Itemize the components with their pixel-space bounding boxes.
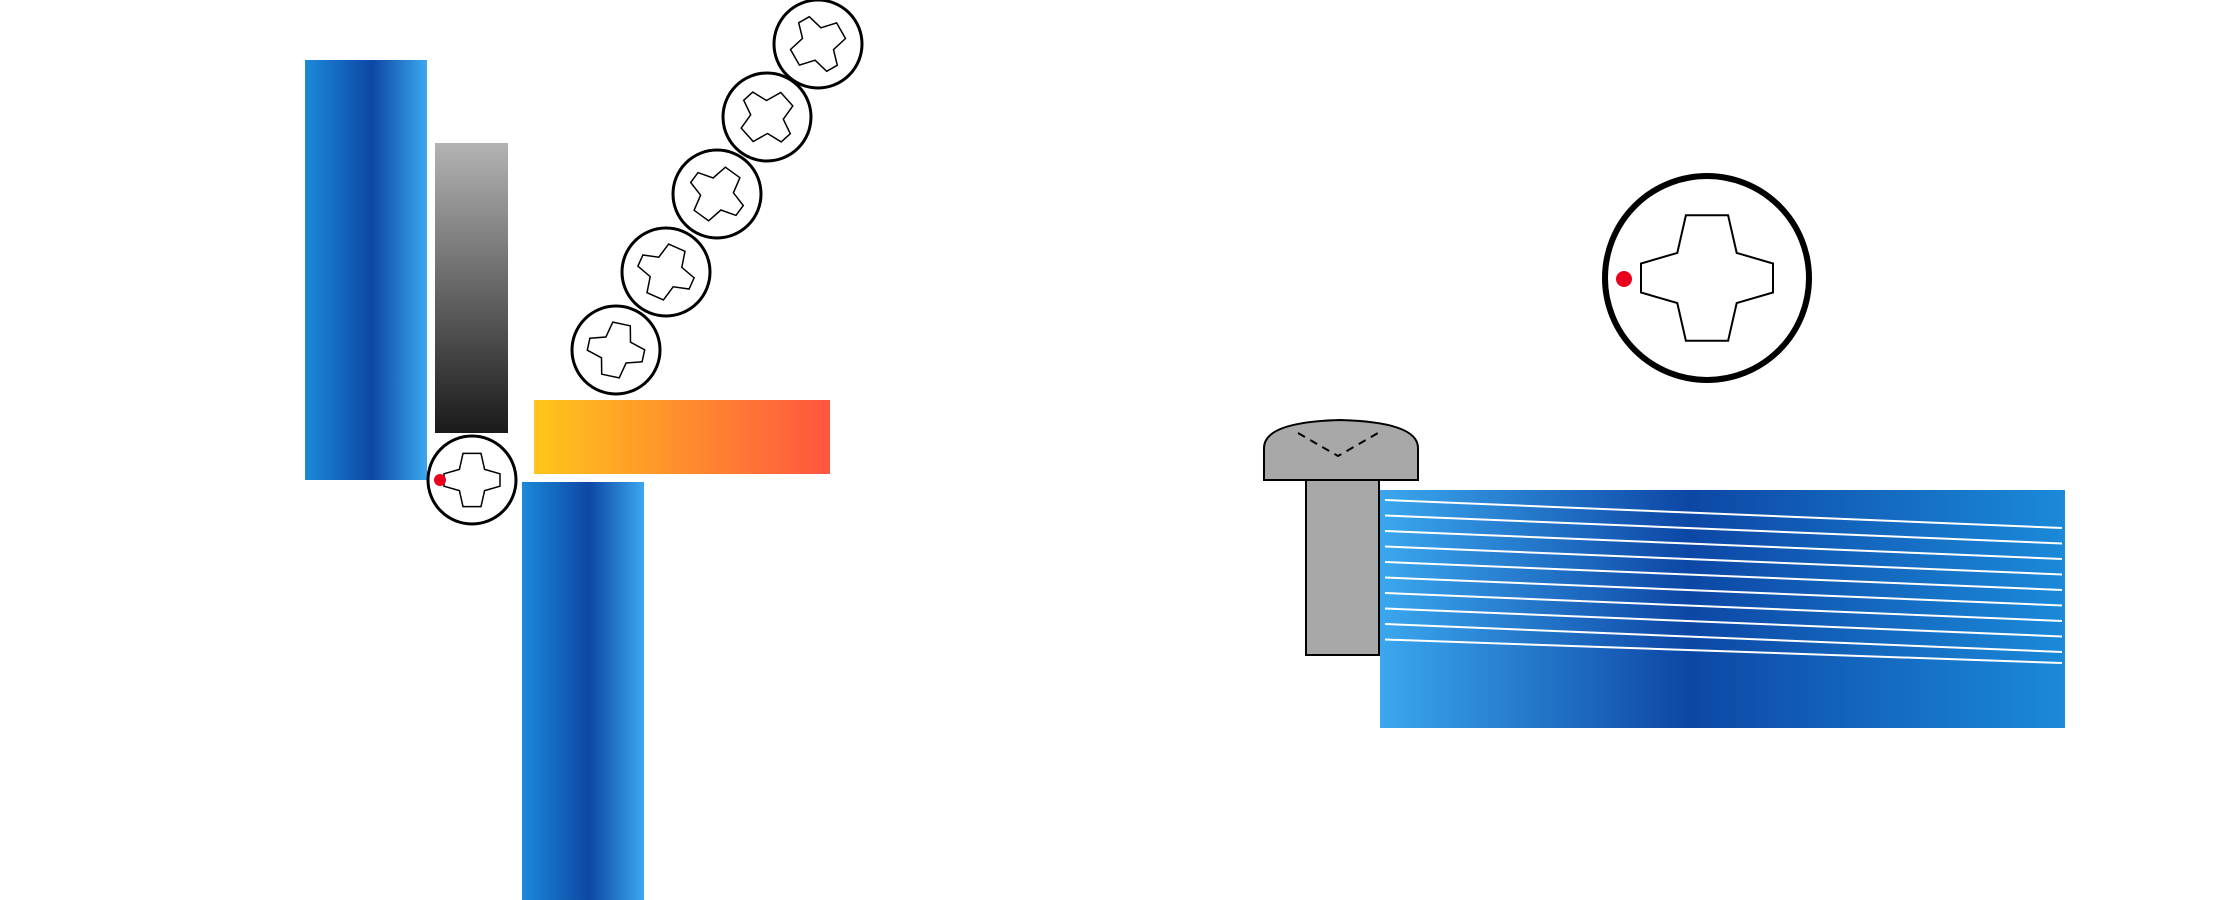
thread-line <box>1384 545 2063 576</box>
red-dot-icon <box>1616 271 1632 287</box>
small-gear <box>620 226 712 318</box>
small-gear <box>426 434 518 526</box>
cross-recess-icon <box>1640 214 1774 342</box>
small-gear <box>671 148 763 240</box>
thread-line <box>1384 530 2063 560</box>
cross-recess-icon <box>740 91 794 143</box>
dark-gradient-strip <box>435 143 508 433</box>
large-gear <box>1602 173 1812 383</box>
thread-line <box>1384 623 2063 653</box>
thread-line <box>1384 561 2063 591</box>
thread-line <box>1384 592 2063 622</box>
cross-recess-icon <box>586 321 646 379</box>
left-assembly <box>305 0 864 900</box>
small-gear <box>772 0 864 90</box>
thread-line <box>1384 576 2063 607</box>
small-gear <box>721 71 813 163</box>
cross-recess-icon <box>789 15 847 73</box>
thread-line <box>1384 607 2063 638</box>
thread-lines <box>1384 499 2063 664</box>
threaded-block <box>1380 490 2065 728</box>
screw-recess-dashed <box>1297 432 1379 458</box>
screw <box>1263 418 1419 656</box>
upper-left-roller <box>305 60 427 480</box>
cross-recess-icon <box>443 452 501 508</box>
right-assembly <box>1263 173 2065 728</box>
screw-shank <box>1305 479 1380 656</box>
screw-head <box>1263 418 1419 481</box>
cross-recess-icon <box>636 243 696 301</box>
lower-center-roller <box>522 482 644 900</box>
thread-line <box>1384 638 2063 664</box>
gear-stack <box>426 0 864 526</box>
small-gear <box>570 304 662 396</box>
cross-recess-icon <box>689 166 745 222</box>
thread-line <box>1384 514 2063 545</box>
red-dot-icon <box>434 474 446 486</box>
warm-gradient-bar <box>534 400 830 474</box>
thread-line <box>1384 499 2063 529</box>
